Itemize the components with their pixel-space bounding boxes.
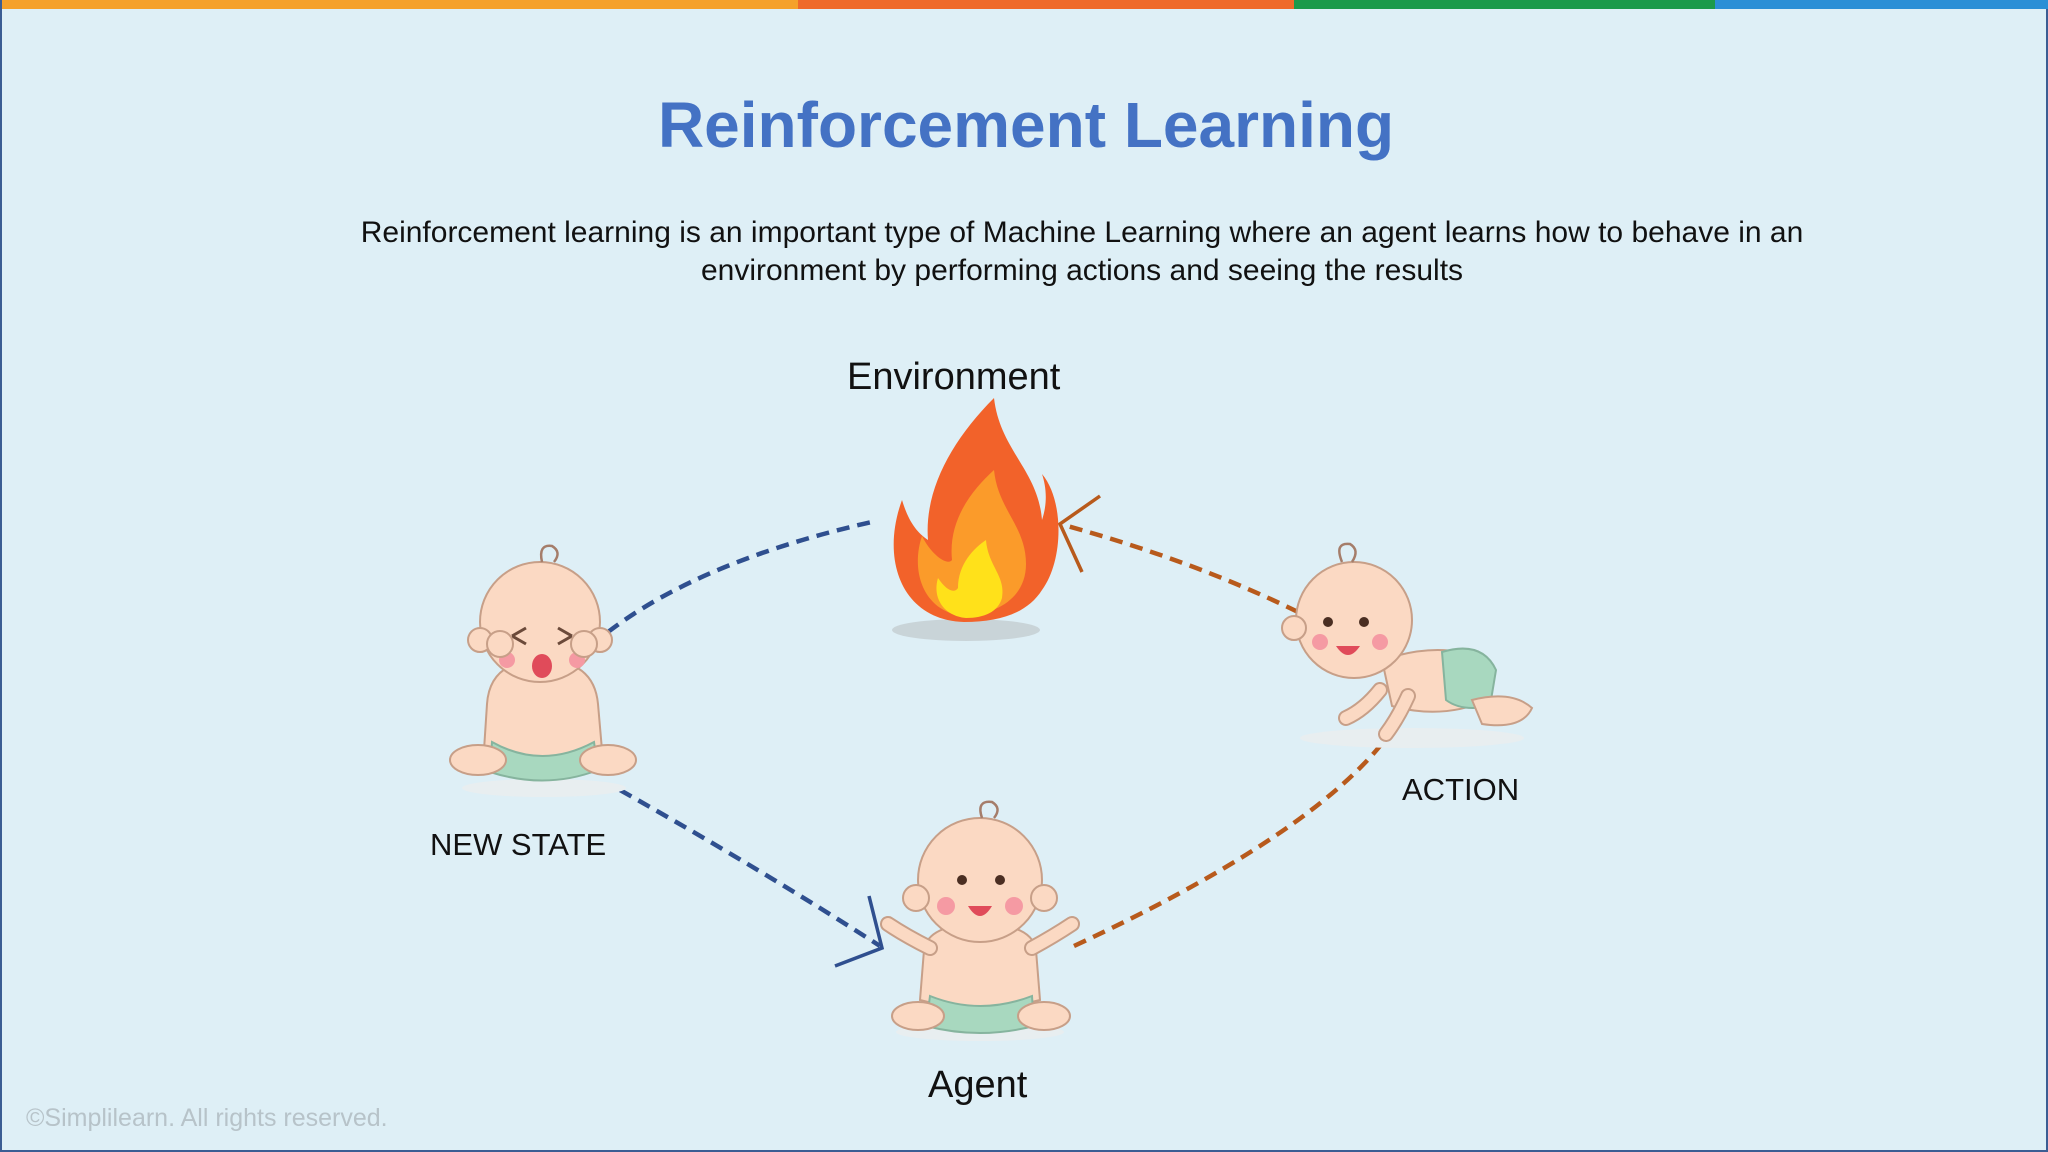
topbar-green: [1294, 0, 1715, 9]
action-label: ACTION: [1402, 772, 1520, 807]
topbar-red: [798, 0, 1294, 9]
arrow-new-state-to-agent: [618, 788, 885, 968]
slide-description: Reinforcement learning is an important t…: [360, 216, 1804, 287]
baby-crying-icon: [449, 544, 637, 797]
copyright-footer: ©Simplilearn. All rights reserved.: [26, 1104, 388, 1132]
new-state-label: NEW STATE: [430, 827, 607, 862]
top-color-bar: [2, 0, 2048, 9]
arrow-new-state-to-environment: [606, 518, 877, 634]
agent-label: Agent: [928, 1064, 1028, 1106]
baby-crawling-icon: [1281, 542, 1534, 748]
topbar-blue: [1715, 0, 2048, 9]
arrow-action-to-environment: [1057, 494, 1299, 615]
slide-title: Reinforcement Learning: [657, 89, 1395, 161]
fire-icon: [892, 398, 1059, 641]
arrow-agent-to-action: [1073, 744, 1382, 949]
topbar-orange: [2, 0, 798, 9]
environment-label: Environment: [847, 356, 1061, 398]
baby-arms-up-icon: [880, 800, 1080, 1041]
